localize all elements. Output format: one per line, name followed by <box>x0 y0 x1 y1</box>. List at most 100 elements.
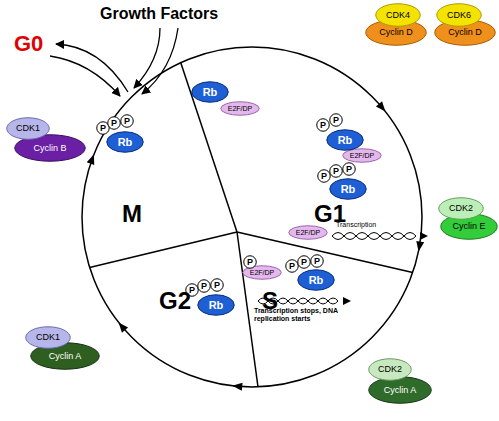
phosphate-group: P <box>316 118 330 132</box>
phosphate-group: P <box>317 169 331 183</box>
node-text: E2F/DP <box>296 229 321 236</box>
node-ellipse <box>435 20 496 46</box>
rb-protein: Rb <box>329 178 367 200</box>
growth-factor-arrow <box>142 28 178 94</box>
node-ellipse <box>343 163 356 176</box>
node-ellipse <box>437 4 482 27</box>
rb-protein: Rb <box>297 269 335 291</box>
node-ellipse <box>286 260 299 273</box>
dna-strand <box>332 233 416 240</box>
node-ellipse <box>198 295 235 316</box>
phase-label: M <box>112 200 152 228</box>
cycle-arrowhead <box>376 101 389 114</box>
cell-cycle-circle <box>82 47 422 387</box>
node-ellipse <box>330 114 343 127</box>
node-text: CDK1 <box>36 333 60 342</box>
stimulus-label: Growth Factors <box>100 5 250 23</box>
node-text: P <box>301 258 307 267</box>
node-text: CDK2 <box>378 365 402 374</box>
phosphate-group: P <box>197 279 211 293</box>
node-text: E2F/DP <box>350 152 375 159</box>
node-text: Rb <box>203 87 218 98</box>
phosphate-group: P <box>285 259 299 273</box>
direction-arrowhead <box>420 232 428 240</box>
phosphate-group: P <box>342 162 356 176</box>
node-ellipse <box>31 343 100 370</box>
node-text: P <box>214 281 220 290</box>
node-text: E2F/DP <box>250 269 275 276</box>
e2f-dp-complex: E2F/DP <box>220 101 260 116</box>
node-text: Cyclin D <box>379 28 413 37</box>
phosphate-group: P <box>243 255 257 269</box>
node-text: P <box>314 257 320 266</box>
node-ellipse <box>107 132 144 153</box>
node-text: Rb <box>338 135 353 146</box>
node-text: CDK2 <box>449 204 473 213</box>
node-text: Cyclin A <box>384 386 417 395</box>
node-text: CDK4 <box>386 11 410 20</box>
phase-divider <box>181 62 237 232</box>
node-text: P <box>333 116 339 125</box>
node-ellipse <box>311 255 324 268</box>
phosphate-group: P <box>329 113 343 127</box>
cdk-enzyme: CDK2 <box>438 197 484 220</box>
node-ellipse <box>192 82 229 103</box>
rb-protein: Rb <box>326 129 364 151</box>
node-text: P <box>346 165 352 174</box>
node-text: Rb <box>341 184 356 195</box>
node-text: Rb <box>118 137 133 148</box>
node-text: P <box>100 124 106 133</box>
node-text: Cyclin B <box>33 144 66 153</box>
cdk-enzyme: CDK2 <box>368 358 412 381</box>
node-ellipse <box>376 4 421 27</box>
node-text: Cyclin D <box>448 28 482 37</box>
rb-protein: Rb <box>106 131 144 153</box>
node-ellipse <box>26 327 71 349</box>
node-text: P <box>247 258 253 267</box>
cdk-enzyme: CDK1 <box>25 326 71 349</box>
node-ellipse <box>369 377 432 404</box>
node-ellipse <box>244 256 257 269</box>
cdk-enzyme: CDK4 <box>375 3 421 27</box>
phosphate-group: P <box>120 114 134 128</box>
node-text: CDK6 <box>447 11 471 20</box>
node-ellipse <box>317 119 330 132</box>
node-ellipse <box>330 179 367 200</box>
cycle-arrowhead <box>87 153 98 165</box>
cdk-enzyme: CDK6 <box>436 3 482 27</box>
phosphate-group: P <box>210 278 224 292</box>
phosphate-group: P <box>310 254 324 268</box>
phase-label: G2 <box>150 287 200 315</box>
node-ellipse <box>108 117 121 130</box>
phosphate-group: P <box>329 164 343 178</box>
node-text: P <box>321 172 327 181</box>
rb-protein: Rb <box>191 81 229 103</box>
cycle-arrowhead <box>415 241 425 252</box>
node-text: Rb <box>209 300 224 311</box>
process-note: Transcription stops, DNA replication sta… <box>254 307 349 323</box>
node-ellipse <box>441 214 498 240</box>
node-ellipse <box>366 20 427 46</box>
direction-arrowhead <box>343 297 351 305</box>
node-ellipse <box>243 265 282 279</box>
rb-protein: Rb <box>197 294 235 316</box>
g0-exit-arrow <box>50 56 120 96</box>
cycle-arrowhead <box>232 382 243 391</box>
node-ellipse <box>289 225 328 239</box>
node-text: P <box>333 167 339 176</box>
node-ellipse <box>439 198 484 220</box>
node-text: Cyclin A <box>49 352 82 361</box>
cyclin-protein: Cyclin A <box>368 376 432 404</box>
node-ellipse <box>211 279 224 292</box>
phase-label: G0 <box>14 31 54 56</box>
node-ellipse <box>121 115 134 128</box>
dna-strand <box>332 233 416 240</box>
node-ellipse <box>343 148 382 162</box>
node-text: CDK1 <box>16 124 40 133</box>
node-ellipse <box>330 165 343 178</box>
cycle-arrowhead <box>116 320 129 333</box>
phosphate-group: P <box>107 116 121 130</box>
node-ellipse <box>7 118 50 140</box>
node-text: P <box>289 262 295 271</box>
